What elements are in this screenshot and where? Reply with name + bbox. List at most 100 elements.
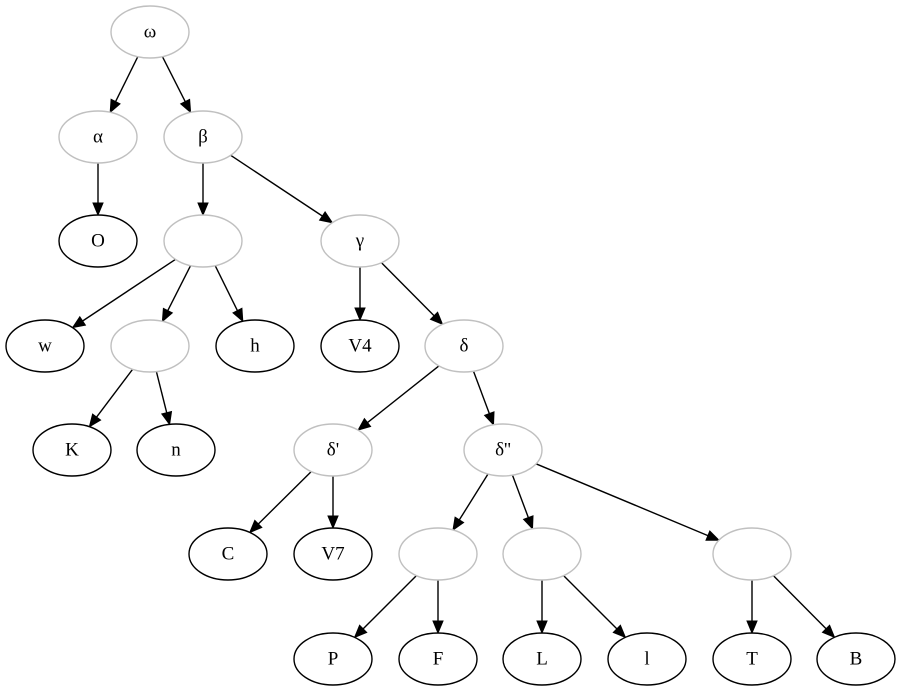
node-ellipse (712, 632, 792, 686)
node-label: δ (460, 336, 469, 357)
node-ellipse (293, 527, 373, 581)
edge-u5-to-B (773, 575, 836, 639)
node-label: w (38, 336, 52, 357)
node-B: B (816, 632, 896, 686)
node-ellipse (110, 5, 190, 59)
edge-delta-to-delta2 (472, 370, 495, 427)
node-ellipse (712, 527, 792, 581)
edge-delta2-to-u4 (511, 474, 534, 531)
node-u2 (110, 319, 190, 373)
edge-delta1-to-C (248, 471, 312, 534)
node-label: C (222, 544, 235, 565)
edge-u3-to-P (353, 575, 417, 639)
edge-u4-to-L (536, 580, 548, 635)
node-ellipse (607, 632, 687, 686)
node-ellipse (293, 632, 373, 686)
node-w: w (5, 319, 85, 373)
edge-u1-to-h (214, 265, 244, 323)
node-ellipse (463, 423, 543, 477)
node-label: δ' (327, 440, 339, 461)
node-ellipse (32, 423, 112, 477)
node-u3 (398, 527, 478, 581)
arrowhead-icon (353, 624, 368, 639)
node-label: γ (355, 231, 364, 252)
arrowhead-icon (452, 516, 465, 532)
node-gamma: γ (320, 214, 400, 268)
node-ellipse (58, 214, 138, 268)
node-label: F (433, 649, 444, 670)
node-L: L (502, 632, 582, 686)
edge-u2-to-n (155, 371, 173, 426)
arrowhead-icon (88, 413, 102, 428)
arrowhead-icon (705, 530, 721, 541)
node-ellipse (215, 319, 295, 373)
edge-line (367, 365, 440, 424)
node-u1 (163, 214, 243, 268)
node-label: ω (144, 22, 157, 43)
edge-line (114, 56, 139, 102)
arrowhead-icon (179, 98, 192, 114)
node-ellipse (502, 632, 582, 686)
node-C: C (188, 527, 268, 581)
edge-delta2-to-u5 (535, 463, 721, 541)
node-ellipse (163, 110, 243, 164)
node-delta: δ (424, 319, 504, 373)
node-n: n (136, 423, 216, 477)
edge-line (214, 265, 239, 311)
edge-gamma-to-V4 (354, 267, 366, 322)
node-ellipse (816, 632, 896, 686)
edge-line (458, 473, 489, 521)
node-ellipse (398, 527, 478, 581)
edge-delta1-to-V7 (327, 476, 339, 530)
arrowhead-icon (109, 98, 121, 114)
edge-line (381, 262, 435, 317)
edge-line (155, 371, 168, 413)
edge-line (257, 471, 312, 525)
edge-line (167, 265, 192, 311)
node-label: T (746, 649, 758, 670)
arrowhead-icon (160, 410, 173, 426)
arrowhead-icon (612, 624, 627, 639)
node-u4 (502, 527, 582, 581)
arrowhead-icon (536, 620, 548, 635)
edge-line (563, 575, 618, 630)
node-alpha: α (58, 110, 138, 164)
arrowhead-icon (357, 417, 372, 431)
node-O: O (58, 214, 138, 268)
edge-gamma-to-delta (381, 262, 444, 326)
node-beta: β (163, 110, 243, 164)
arrowhead-icon (248, 519, 263, 534)
arrowhead-icon (746, 620, 758, 635)
node-K: K (32, 423, 112, 477)
node-ellipse (163, 214, 243, 268)
node-delta1: δ' (293, 423, 373, 477)
node-u5 (712, 527, 792, 581)
edge-line (511, 474, 529, 518)
edge-line (362, 575, 417, 630)
node-ellipse (136, 423, 216, 477)
arrowhead-icon (232, 307, 244, 323)
node-label: h (250, 336, 260, 357)
node-ellipse (5, 319, 85, 373)
node-label: B (850, 649, 863, 670)
edge-line (472, 370, 490, 414)
node-ellipse (188, 527, 268, 581)
node-delta2: δ'' (463, 423, 543, 477)
node-V7: V7 (293, 527, 373, 581)
node-ellipse (320, 319, 400, 373)
arrowhead-icon (821, 624, 836, 639)
node-omega: ω (110, 5, 190, 59)
node-V4: V4 (320, 319, 400, 373)
edge-delta-to-delta1 (357, 365, 440, 431)
edge-delta2-to-u3 (452, 473, 489, 532)
node-label: l (644, 649, 649, 670)
node-P: P (293, 632, 373, 686)
arrowhead-icon (197, 202, 209, 217)
edge-omega-to-alpha (109, 56, 139, 114)
edge-u1-to-w (71, 258, 176, 329)
node-T: T (712, 632, 792, 686)
edge-u4-to-l (563, 575, 627, 639)
